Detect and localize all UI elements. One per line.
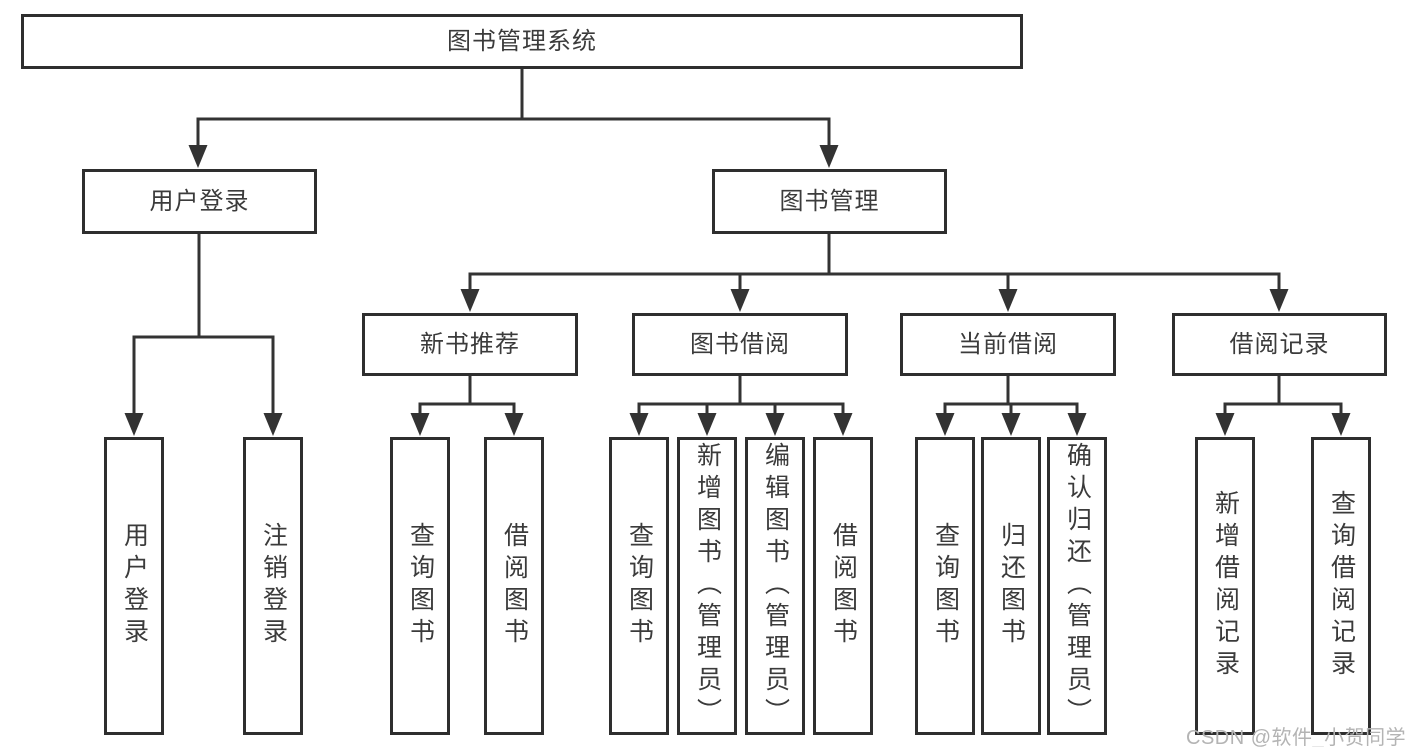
node-new-book-recommendation: 新书推荐 (362, 313, 578, 376)
node-leaf-nb-query-books: 查询图书 (390, 437, 450, 735)
node-current-borrowing: 当前借阅 (900, 313, 1116, 376)
node-leaf-bb-query-books: 查询图书 (609, 437, 669, 735)
node-leaf-bb-edit-books-admin: 编辑图书（管理员） (745, 437, 805, 735)
leaf-label: 注销登录 (259, 522, 288, 650)
node-book-management: 图书管理 (712, 169, 947, 234)
node-leaf-br-add-record: 新增借阅记录 (1195, 437, 1255, 735)
node-leaf-logout: 注销登录 (243, 437, 303, 735)
node-borrowing-records: 借阅记录 (1172, 313, 1387, 376)
node-leaf-bb-borrow-books: 借阅图书 (813, 437, 873, 735)
leaf-label: 借阅图书 (500, 522, 529, 650)
node-leaf-cb-query-books: 查询图书 (915, 437, 975, 735)
leaf-label: 查询图书 (625, 522, 654, 650)
leaf-label: 查询借阅记录 (1327, 490, 1356, 682)
node-leaf-user-login: 用户登录 (104, 437, 164, 735)
node-leaf-nb-borrow-books: 借阅图书 (484, 437, 544, 735)
leaf-label: 编辑图书（管理员） (761, 442, 790, 730)
leaf-label: 查询图书 (931, 522, 960, 650)
leaf-label: 确认归还（管理员） (1063, 442, 1092, 730)
csdn-watermark: CSDN @软件_小贺同学 (1186, 727, 1405, 747)
leaf-label: 借阅图书 (829, 522, 858, 650)
node-library-management-system: 图书管理系统 (21, 14, 1023, 69)
node-leaf-cb-return-books: 归还图书 (981, 437, 1041, 735)
leaf-label: 归还图书 (997, 522, 1026, 650)
leaf-label: 用户登录 (120, 522, 149, 650)
node-user-login: 用户登录 (82, 169, 317, 234)
leaf-label: 新增图书（管理员） (693, 442, 722, 730)
node-leaf-cb-confirm-return-admin: 确认归还（管理员） (1047, 437, 1107, 735)
node-leaf-bb-add-books-admin: 新增图书（管理员） (677, 437, 737, 735)
node-leaf-br-query-record: 查询借阅记录 (1311, 437, 1371, 735)
node-book-borrowing: 图书借阅 (632, 313, 848, 376)
leaf-label: 新增借阅记录 (1211, 490, 1240, 682)
leaf-label: 查询图书 (406, 522, 435, 650)
